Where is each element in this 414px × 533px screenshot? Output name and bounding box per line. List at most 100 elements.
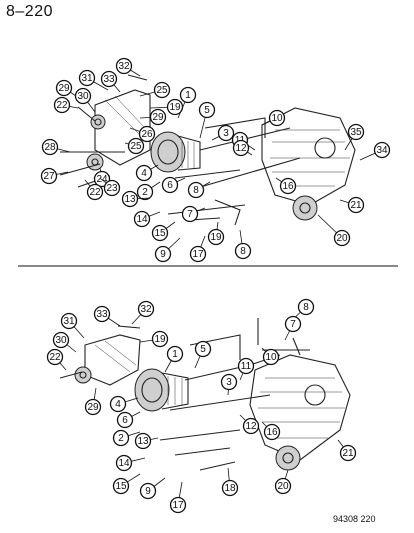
callout-number: 19 [154, 334, 166, 345]
callout-number: 16 [266, 427, 278, 438]
callout-number: 11 [241, 361, 252, 372]
lower-callout-18: 18 [221, 467, 239, 497]
upper-callout-32: 32 [115, 57, 141, 77]
callout-bubble [297, 298, 315, 316]
upper-callout-17: 17 [189, 235, 207, 263]
lower-callout-5: 5 [194, 340, 212, 369]
upper-callout-7: 7 [181, 205, 206, 223]
upper-callout-12: 12 [232, 139, 253, 157]
upper-callout-10: 10 [261, 109, 286, 127]
callout-number: 7 [290, 319, 296, 330]
callout-bubble [339, 444, 357, 462]
upper-callout-22: 22 [53, 96, 79, 114]
callout-bubble [137, 300, 155, 318]
callout-number: 6 [167, 180, 173, 191]
callout-bubble [86, 183, 104, 201]
upper-callout-30: 30 [74, 87, 96, 113]
upper-callout-27: 27 [40, 167, 69, 185]
lower-alternator [134, 368, 189, 412]
figure-code: 94308 220 [333, 514, 376, 524]
lower-callout-12: 12 [239, 414, 260, 435]
callout-bubble [112, 477, 130, 495]
callout-bubble [112, 429, 130, 447]
lower-callout-3: 3 [220, 373, 238, 396]
callout-number: 14 [136, 214, 148, 225]
callout-number: 12 [245, 421, 257, 432]
upper-callout-21: 21 [339, 196, 365, 214]
callout-number: 25 [130, 141, 142, 152]
upper-callout-16: 16 [275, 177, 297, 195]
upper-alternator [150, 131, 201, 173]
callout-number: 29 [152, 112, 164, 123]
callout-number: 30 [55, 335, 67, 346]
callout-number: 32 [118, 61, 130, 72]
callout-number: 27 [43, 171, 55, 182]
callout-bubble [52, 331, 70, 349]
callout-number: 8 [240, 246, 246, 257]
upper-callout-26: 26 [129, 125, 156, 143]
upper-engine-block [261, 107, 356, 221]
callout-number: 1 [185, 90, 191, 101]
callout-bubble [46, 348, 64, 366]
callout-bubble [179, 86, 197, 104]
callout-number: 13 [137, 436, 149, 447]
lower-callout-8: 8 [289, 298, 315, 323]
callout-number: 18 [224, 483, 236, 494]
callout-bubble [268, 109, 286, 127]
callout-number: 2 [142, 187, 148, 198]
callout-bubble [187, 181, 205, 199]
callout-number: 3 [226, 377, 232, 388]
lower-callout-30: 30 [52, 331, 77, 353]
callout-number: 2 [118, 433, 124, 444]
callout-bubble [373, 141, 391, 159]
callout-number: 22 [49, 352, 61, 363]
callout-bubble [40, 167, 58, 185]
callout-bubble [166, 345, 184, 363]
lower-callout-1: 1 [164, 345, 184, 373]
callout-bubble [217, 124, 235, 142]
callout-bubble [121, 190, 139, 208]
callout-bubble [153, 81, 171, 99]
callout-number: 6 [122, 415, 128, 426]
callout-bubble [149, 108, 167, 126]
callout-bubble [189, 245, 207, 263]
upper-callout-34: 34 [359, 141, 391, 161]
lower-callout-16: 16 [261, 421, 281, 441]
callout-number: 34 [376, 145, 388, 156]
callout-number: 21 [350, 200, 362, 211]
callout-number: 35 [350, 127, 362, 138]
callout-number: 5 [200, 344, 206, 355]
callout-number: 32 [140, 304, 152, 315]
lower-callout-11: 11 [237, 357, 255, 381]
callout-number: 22 [56, 100, 68, 111]
callout-number: 29 [87, 402, 99, 413]
callout-bubble [138, 125, 156, 143]
callout-number: 10 [265, 352, 277, 363]
lower-callout-22: 22 [46, 348, 67, 371]
upper-callout-28: 28 [41, 138, 71, 156]
callout-number: 33 [96, 309, 108, 320]
upper-callout-33: 33 [100, 70, 121, 93]
callout-bubble [221, 479, 239, 497]
callout-number: 20 [277, 481, 289, 492]
callout-bubble [115, 454, 133, 472]
upper-bracket-assembly [86, 89, 151, 171]
upper-bolts [59, 74, 148, 188]
callout-bubble [237, 357, 255, 375]
callout-number: 17 [192, 249, 204, 260]
lower-callout-31: 31 [60, 312, 85, 339]
upper-rods-and-hoses [167, 117, 301, 226]
upper-callout-29: 29 [139, 108, 167, 126]
callout-number: 14 [118, 458, 130, 469]
callout-bubble [134, 432, 152, 450]
lower-callout-7: 7 [284, 315, 302, 341]
callout-bubble [55, 79, 73, 97]
lower-callout-32: 32 [131, 300, 155, 325]
lower-callout-19: 19 [139, 330, 169, 348]
callout-bubble [333, 229, 351, 247]
callout-bubble [41, 138, 59, 156]
callout-number: 25 [156, 85, 168, 96]
upper-callout-35: 35 [344, 123, 365, 151]
callout-bubble [263, 423, 281, 441]
